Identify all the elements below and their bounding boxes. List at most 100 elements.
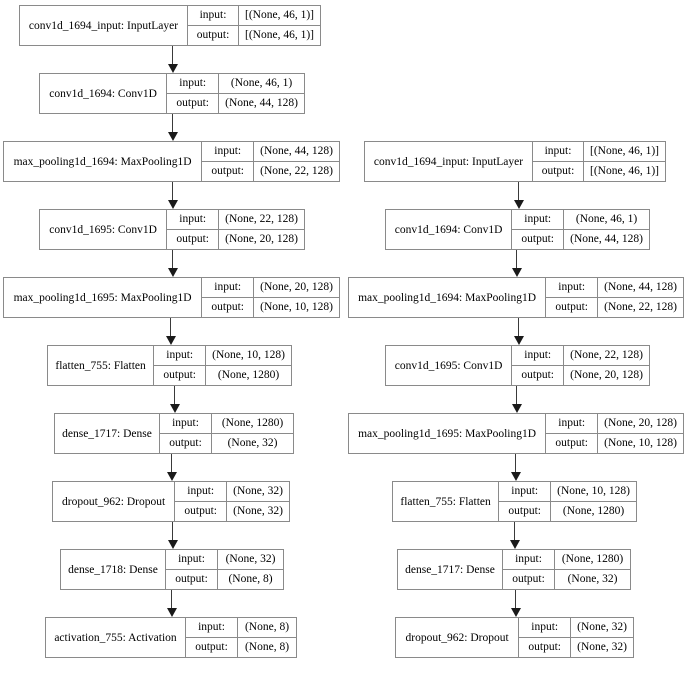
layer-output-label: output: xyxy=(546,433,599,453)
layer-input-row: input:(None, 10, 128) xyxy=(499,482,636,502)
edge-conv1d_1695-to-max_pooling1d_1695 xyxy=(172,250,173,270)
layer-io-table: input:(None, 22, 128)output:(None, 20, 1… xyxy=(167,210,304,249)
layer-output-row: output:(None, 8) xyxy=(186,637,296,657)
layer-input-label: input: xyxy=(499,482,552,501)
layer-input-row: input:(None, 20, 128) xyxy=(202,278,339,298)
edge-dense_1717-to-dropout_962 xyxy=(171,454,172,474)
edge-max_pooling1d_1695-to-flatten_755 xyxy=(515,454,516,474)
layer-name: dropout_962: Dropout xyxy=(396,618,520,657)
layer-input-shape: (None, 44, 128) xyxy=(260,145,333,158)
edge-conv1d_1694_input-to-conv1d_1694 xyxy=(518,182,519,202)
arrowhead-icon xyxy=(168,268,178,277)
layer-input-row: input: (None, 44, 128) xyxy=(202,142,339,162)
layer-name: flatten_755: Flatten xyxy=(393,482,500,521)
layer-input-shape: (None, 32) xyxy=(233,485,283,498)
edge-max_pooling1d_1694-to-conv1d_1695 xyxy=(172,182,173,202)
layer-output-label: output: xyxy=(499,501,552,521)
layer-name: dropout_962: Dropout xyxy=(53,482,176,521)
layer-output-row: output:(None, 10, 128) xyxy=(202,297,339,317)
layer-output-row: output: (None, 8) xyxy=(166,569,283,589)
layer-output-shape: (None, 8) xyxy=(228,573,273,586)
layer-io-table: input: (None, 32) output: (None, 8) xyxy=(166,550,283,589)
layer-input-row: input:(None, 46, 1) xyxy=(167,74,304,94)
layer-input-label: input: xyxy=(519,618,572,637)
layer-input-label: input: xyxy=(166,550,218,569)
layer-output-shape: (None, 32) xyxy=(233,505,283,518)
layer-name: conv1d_1694: Conv1D xyxy=(40,74,168,113)
layer-input-row: input:(None, 8) xyxy=(186,618,296,638)
layer-name: conv1d_1695: Conv1D xyxy=(40,210,168,249)
layer-input-shape: (None, 10, 128) xyxy=(212,349,285,362)
layer-input-label: input: xyxy=(167,74,220,93)
layer-name: conv1d_1694_input: InputLayer xyxy=(365,142,533,181)
edge-flatten_755-to-dense_1717 xyxy=(174,386,175,406)
arrowhead-icon xyxy=(167,608,177,617)
layer-output-label: output: xyxy=(512,229,565,249)
layer-output-shape: (None, 22, 128) xyxy=(260,165,333,178)
layer-input-shape: (None, 1280) xyxy=(221,417,284,430)
edge-flatten_755-to-dense_1717 xyxy=(514,522,515,542)
layer-input-row: input:(None, 22, 128) xyxy=(167,210,304,230)
layer-output-row: output: (None, 10, 128) xyxy=(546,433,683,453)
arrowhead-icon xyxy=(167,472,177,481)
layer-output-label: output: xyxy=(166,569,218,589)
layer-input-label: input: xyxy=(202,142,255,161)
arrowhead-icon xyxy=(166,336,176,345)
layer-output-label: output: xyxy=(154,365,207,385)
layer-output-label: output: xyxy=(202,161,255,181)
layer-input-label: input: xyxy=(154,346,207,365)
layer-input-label: input: xyxy=(546,278,599,297)
arrowhead-icon xyxy=(168,64,178,73)
layer-input-label: input: xyxy=(202,278,255,297)
layer-io-table: input:(None, 8)output:(None, 8) xyxy=(186,618,296,657)
arrowhead-icon xyxy=(168,200,178,209)
layer-output-label: output: xyxy=(519,637,572,657)
layer-output-row: output: (None, 1280) xyxy=(154,365,291,385)
layer-output-shape: (None, 32) xyxy=(567,573,618,586)
layer-input-label: input: xyxy=(160,414,212,433)
layer-io-table: input:(None, 1280)output:(None, 32) xyxy=(160,414,293,453)
layer-output-shape: (None, 10, 128) xyxy=(604,437,677,450)
layer-output-shape: (None, 1280) xyxy=(217,369,280,382)
layer-input-row: input: (None, 32) xyxy=(166,550,283,570)
layer-io-table: input:(None, 44, 128)output:(None, 22, 1… xyxy=(546,278,683,317)
layer-io-table: input:(None, 20, 128)output: (None, 10, 1… xyxy=(546,414,683,453)
layer-output-row: output:(None, 32) xyxy=(519,637,633,657)
layer-input-label: input: xyxy=(512,346,565,365)
layer-input-row: input:[(None, 46, 1)] xyxy=(533,142,665,162)
layer-output-shape: (None, 10, 128) xyxy=(260,301,333,314)
layer-output-row: output:(None, 44, 128) xyxy=(512,229,649,249)
layer-output-row: output:[(None, 46, 1)] xyxy=(188,25,320,45)
arrowhead-icon xyxy=(168,540,178,549)
layer-name: max_pooling1d_1694: MaxPooling1D xyxy=(4,142,203,181)
layer-input-row: input:(None, 20, 128) xyxy=(546,414,683,434)
edge-dense_1717-to-dropout_962 xyxy=(515,590,516,610)
layer-input-label: input: xyxy=(186,618,238,637)
layer-input-label: input: xyxy=(503,550,555,569)
layer-name: conv1d_1694_input: InputLayer xyxy=(20,6,188,45)
edge-conv1d_1694-to-max_pooling1d_1694 xyxy=(172,114,173,134)
layer-output-label: output: xyxy=(503,569,555,589)
layer-output-label: output: xyxy=(546,297,599,317)
layer-input-label: input: xyxy=(512,210,565,229)
layer-input-shape: (None, 32) xyxy=(225,553,276,566)
layer-io-table: input:[(None, 46, 1)]output:[(None, 46, … xyxy=(533,142,665,181)
